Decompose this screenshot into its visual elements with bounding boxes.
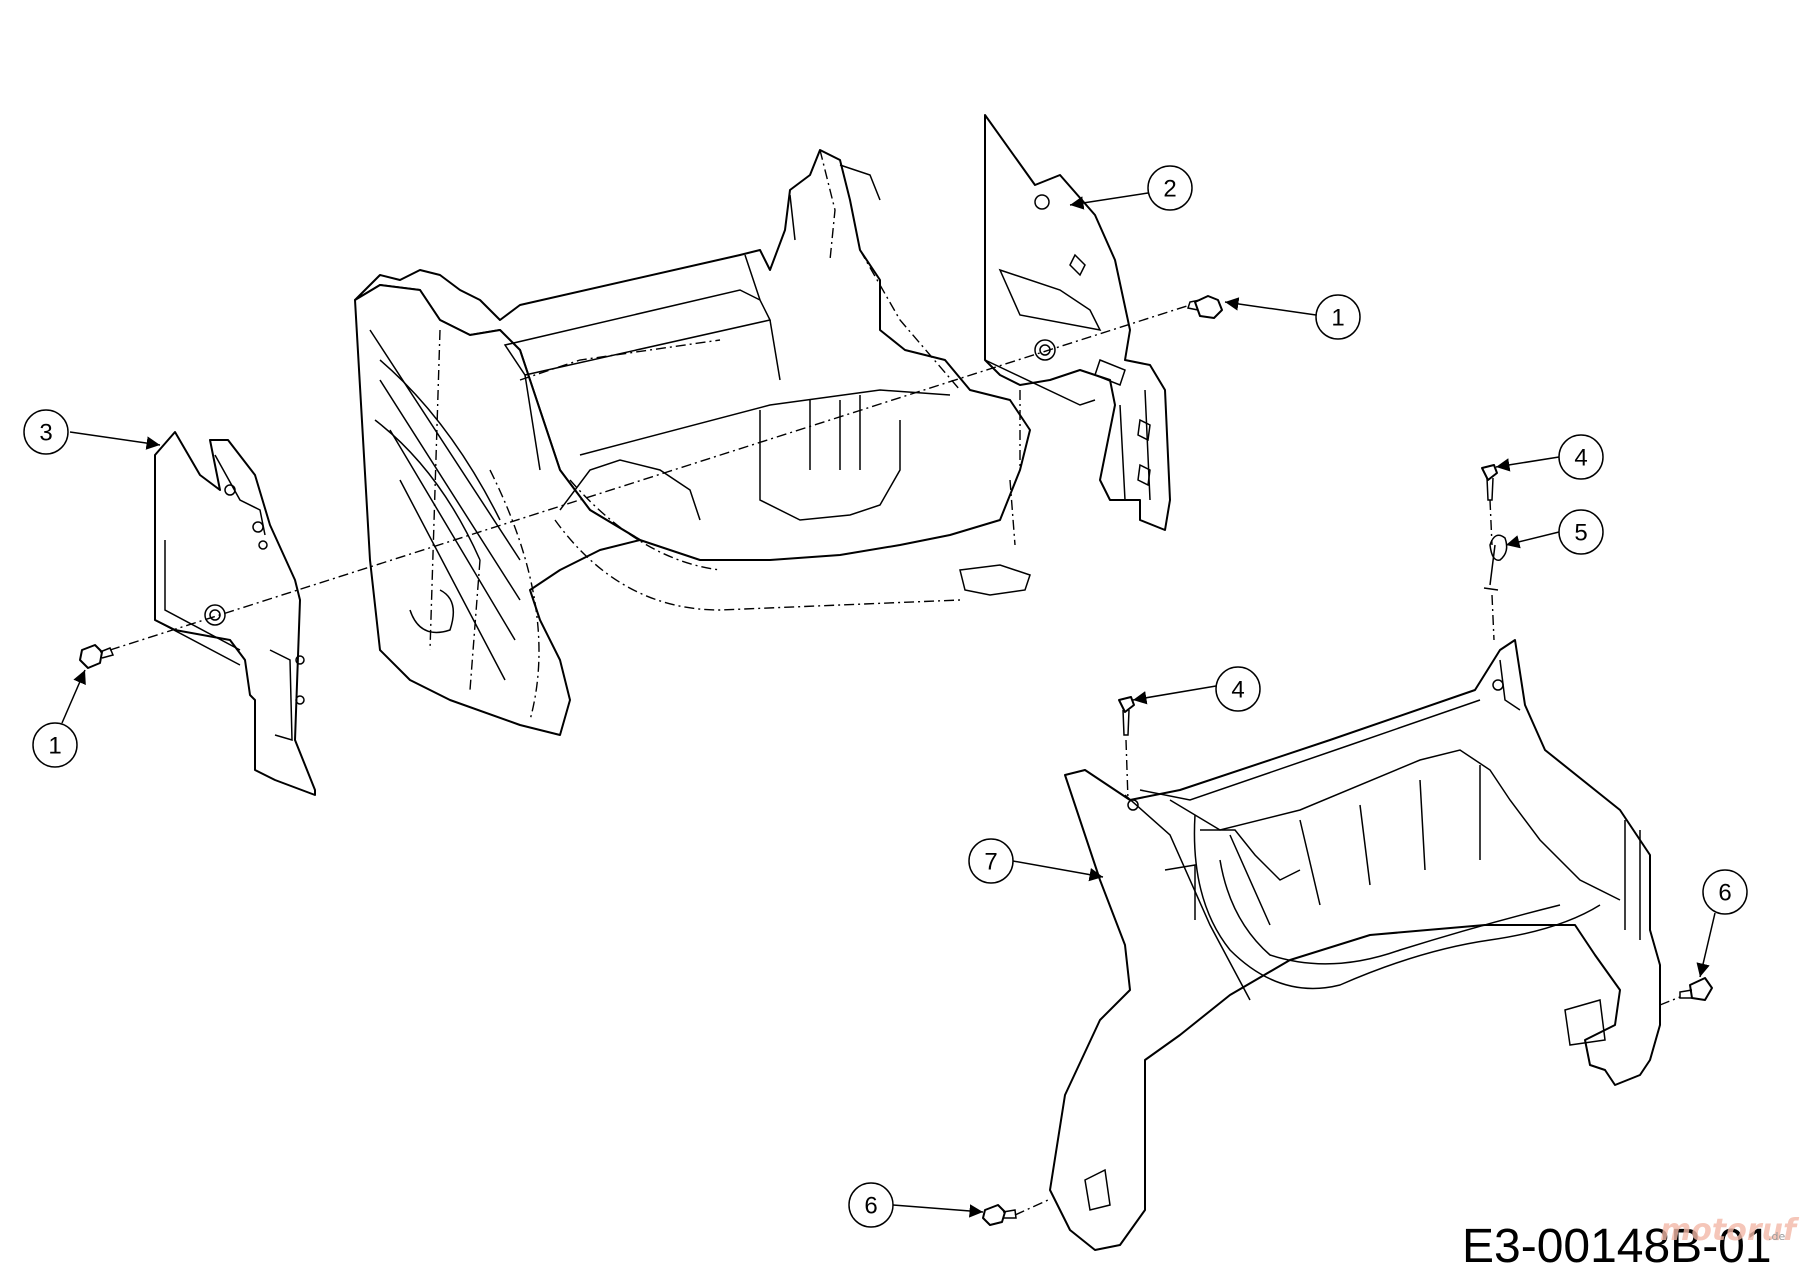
callout-4-lower-label: 4 [1231, 677, 1244, 704]
callout-1-right-label: 1 [1331, 305, 1344, 332]
callout-7-label: 7 [984, 849, 997, 876]
callout-1-right: 1 [1315, 294, 1361, 340]
left-bracket-part [154, 431, 316, 796]
pin-5 [1483, 534, 1508, 591]
main-housing-part [354, 149, 1031, 736]
chute-cover-part [1049, 639, 1661, 1251]
callout-2-label: 2 [1163, 176, 1176, 203]
screw-1-right [1187, 295, 1223, 319]
callout-1-left-label: 1 [48, 733, 61, 760]
leader-lines [61, 192, 1716, 1218]
callout-7: 7 [968, 838, 1014, 884]
callout-2: 2 [1147, 165, 1193, 211]
callout-6-bottom-label: 6 [864, 1193, 877, 1220]
screw-6-right [1679, 977, 1713, 1001]
screw-1-left [79, 644, 115, 669]
callout-5: 5 [1558, 509, 1604, 555]
callout-3: 3 [23, 409, 69, 455]
screw-4-upper [1481, 464, 1498, 501]
callout-4-upper-label: 4 [1574, 445, 1587, 472]
callout-4-upper: 4 [1558, 434, 1604, 480]
callout-5-label: 5 [1574, 520, 1587, 547]
callout-3-label: 3 [39, 420, 52, 447]
callout-4-lower: 4 [1215, 666, 1261, 712]
callout-1-left: 1 [32, 722, 78, 768]
callout-6-bottom: 6 [848, 1182, 894, 1228]
assembly-centerlines [109, 304, 1681, 1216]
callout-6-right-label: 6 [1718, 880, 1731, 907]
watermark-suffix: .de [1768, 1230, 1785, 1243]
watermark-brand: motoruf [1660, 1213, 1800, 1248]
callout-6-right: 6 [1702, 869, 1748, 915]
right-bracket-part [984, 114, 1171, 531]
screw-4-lower [1118, 696, 1135, 736]
screw-6-bottom [982, 1204, 1017, 1226]
drawing-code: E3-00148B-01 [1462, 1220, 1772, 1272]
